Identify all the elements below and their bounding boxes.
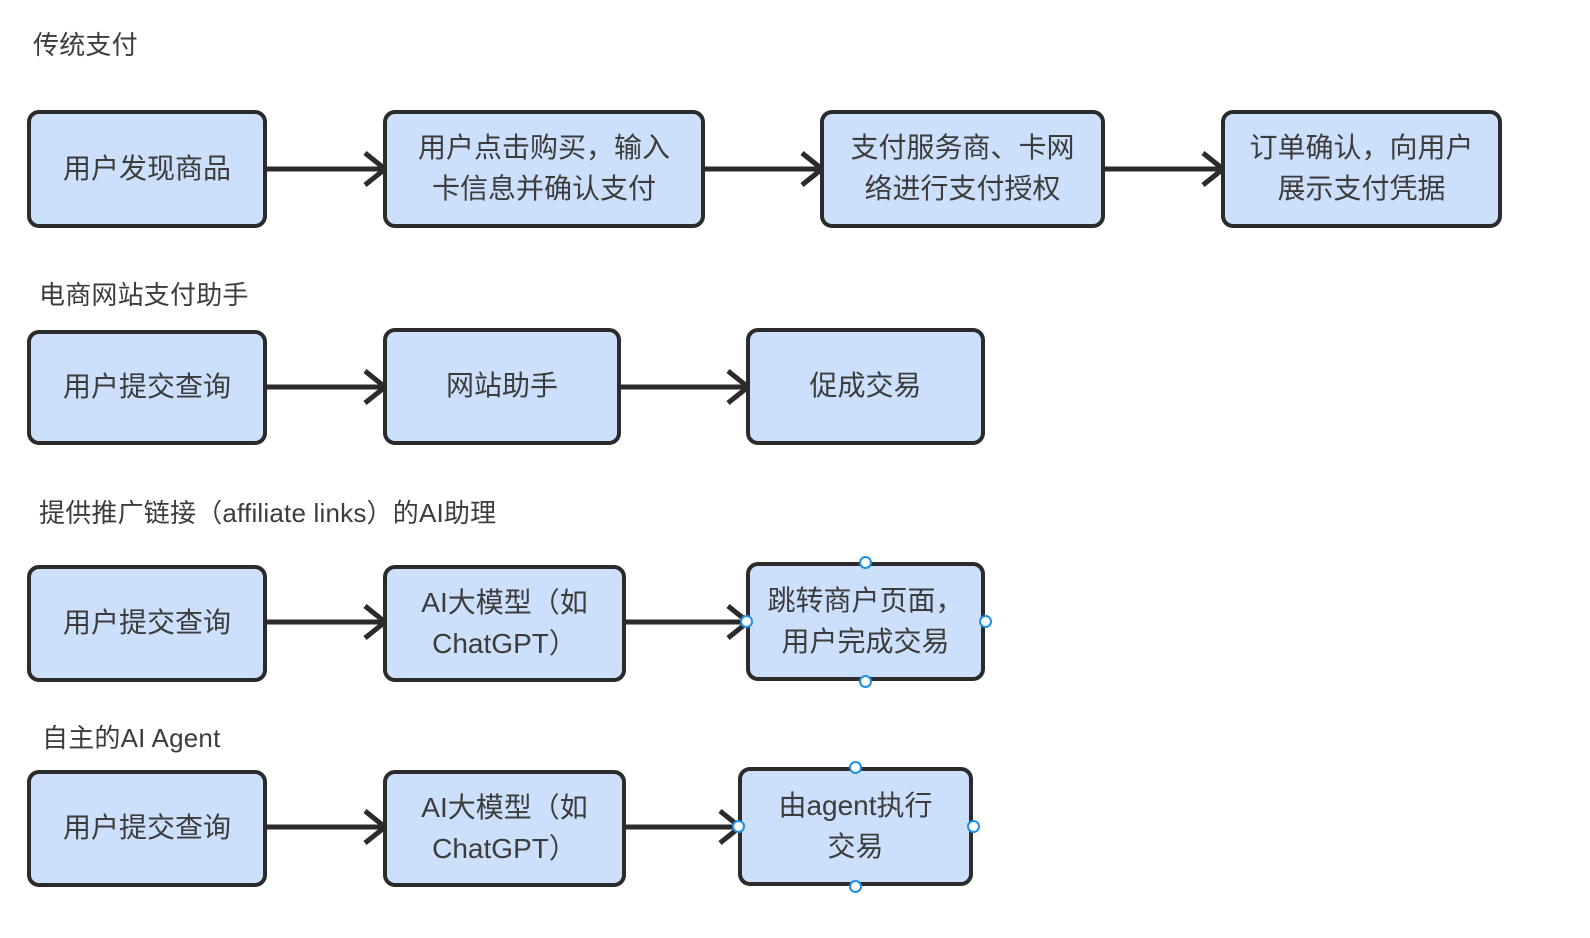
edge-arrow	[267, 151, 387, 187]
flow-node[interactable]: 用户点击购买，输入 卡信息并确认支付	[383, 110, 705, 228]
edge-arrow	[705, 151, 824, 187]
edge-arrow	[267, 604, 387, 640]
resize-handle-right[interactable]	[978, 615, 992, 628]
flow-node[interactable]: 促成交易	[746, 328, 985, 445]
flow-node[interactable]: AI大模型（如 ChatGPT）	[383, 565, 626, 682]
resize-handle-left[interactable]	[739, 615, 753, 628]
edge-arrow	[626, 809, 742, 845]
flow-node[interactable]: 用户提交查询	[27, 770, 267, 887]
flow-node[interactable]: AI大模型（如 ChatGPT）	[383, 770, 626, 887]
resize-handle-bottom[interactable]	[859, 674, 872, 688]
edge-arrow	[267, 809, 387, 845]
row-label-3: 自主的AI Agent	[42, 723, 221, 753]
resize-handle-top[interactable]	[859, 555, 872, 569]
resize-handle-top[interactable]	[849, 760, 862, 774]
row-label-2: 提供推广链接（affiliate links）的AI助理	[39, 498, 497, 528]
flow-node[interactable]: 用户提交查询	[27, 330, 267, 445]
row-label-0: 传统支付	[33, 30, 138, 60]
flow-node[interactable]: 订单确认，向用户 展示支付凭据	[1221, 110, 1502, 228]
flow-node[interactable]: 用户发现商品	[27, 110, 267, 228]
flow-node[interactable]: 由agent执行 交易	[738, 767, 973, 886]
flow-node[interactable]: 用户提交查询	[27, 565, 267, 682]
resize-handle-left[interactable]	[731, 820, 745, 833]
flow-node[interactable]: 网站助手	[383, 328, 621, 445]
flow-node[interactable]: 支付服务商、卡网 络进行支付授权	[820, 110, 1105, 228]
edge-arrow	[626, 604, 750, 640]
row-label-1: 电商网站支付助手	[39, 280, 249, 310]
edge-arrow	[267, 369, 387, 405]
edge-arrow	[1105, 151, 1225, 187]
flow-node[interactable]: 跳转商户页面， 用户完成交易	[746, 562, 985, 681]
resize-handle-bottom[interactable]	[849, 879, 862, 893]
edge-arrow	[621, 369, 750, 405]
resize-handle-right[interactable]	[966, 820, 980, 833]
